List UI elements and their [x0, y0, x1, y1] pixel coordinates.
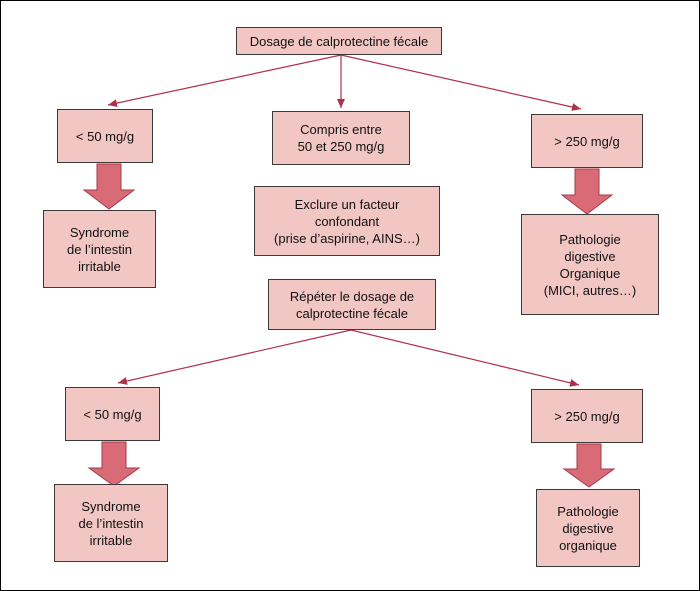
arrow-repeat-to-left-low-2	[117, 329, 352, 385]
node-between-50-250: Compris entre 50 et 250 mg/g	[272, 111, 410, 165]
node-syndrome-intestin-irritable: Syndrome de l’intestin irritable	[43, 210, 156, 288]
arrow-top-to-left-low	[107, 54, 342, 108]
node-syndrome-intestin-irritable-second: Syndrome de l’intestin irritable	[54, 484, 168, 562]
block-arrow-right-high	[560, 168, 614, 215]
node-repeter-dosage: Répéter le dosage de calprotectine fécal…	[268, 279, 436, 330]
node-pathologie-organique-second: Pathologie digestive organique	[536, 489, 640, 567]
node-low-50-second: < 50 mg/g	[65, 387, 160, 441]
arrow-top-to-right-high	[340, 54, 582, 111]
block-arrow-left-low-2	[87, 441, 141, 487]
node-exclure-facteur: Exclure un facteur confondant (prise d’a…	[254, 186, 440, 256]
node-dosage-top: Dosage de calprotectine fécale	[236, 27, 442, 55]
block-arrow-left-low	[82, 163, 136, 210]
node-low-50: < 50 mg/g	[57, 109, 153, 163]
node-high-250: > 250 mg/g	[531, 114, 643, 168]
node-pathologie-organique: Pathologie digestive Organique (MICI, au…	[521, 214, 659, 315]
arrow-repeat-to-right-high-2	[350, 329, 580, 387]
block-arrow-right-high-2	[562, 443, 616, 488]
node-high-250-second: > 250 mg/g	[531, 389, 643, 443]
